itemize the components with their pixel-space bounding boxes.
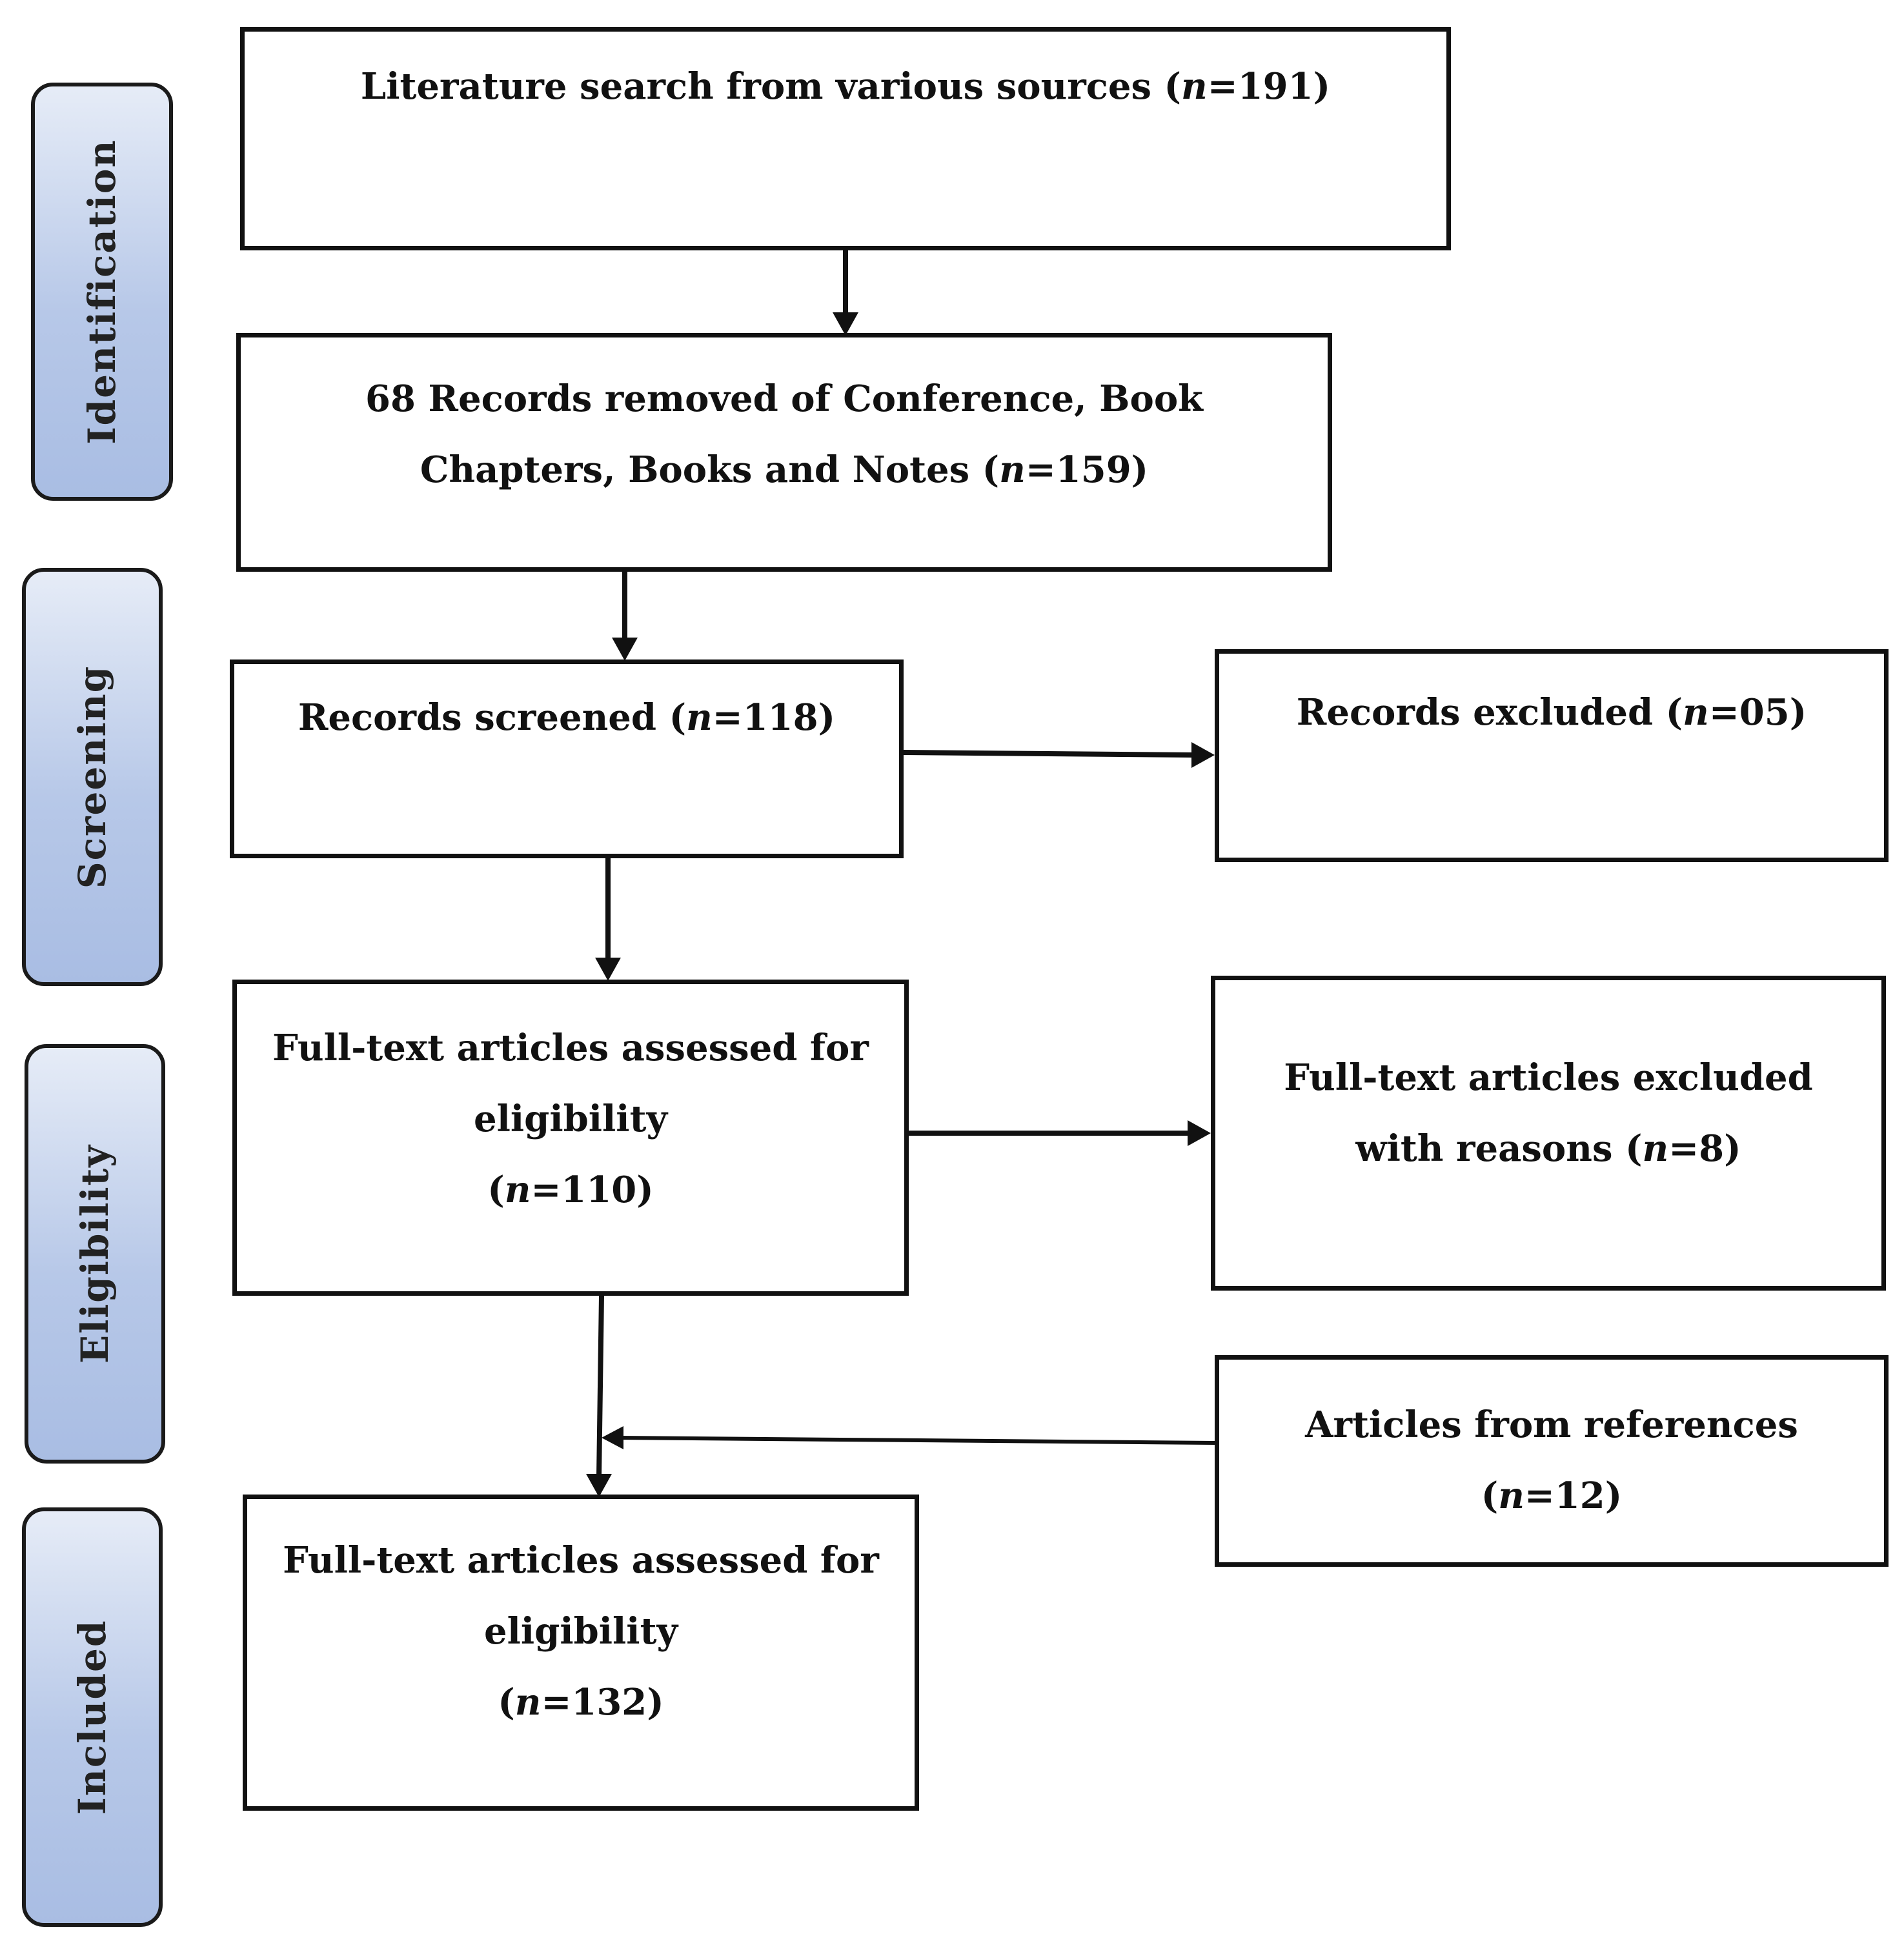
arrow-screened-to-excluded — [903, 750, 1196, 758]
references-box-n-val: =12) — [1524, 1475, 1623, 1517]
included-box-n-var: n — [514, 1681, 542, 1724]
search-box-text: Literature search from various sources ( — [360, 65, 1182, 108]
arrowhead-excluded — [1191, 742, 1215, 768]
arrowhead-removed — [833, 312, 858, 336]
arrowhead-assessed — [595, 958, 621, 981]
arrowhead-fulltext-excluded — [1188, 1120, 1211, 1146]
included-box-open: ( — [498, 1681, 515, 1724]
assessed-box-n-val: =110) — [531, 1169, 654, 1211]
arrowhead-included — [586, 1474, 612, 1497]
excluded-box-n-var: n — [1683, 691, 1709, 734]
references-box-open: ( — [1481, 1475, 1499, 1517]
arrowhead-references — [602, 1426, 623, 1449]
excluded-box-n-val: =05) — [1708, 691, 1807, 734]
search-box-n-val: =191) — [1207, 65, 1331, 108]
stage-eligibility: Eligibility — [25, 1044, 165, 1464]
fulltext-excluded-box-n-var: n — [1642, 1127, 1669, 1170]
references-box-line1: Articles from references — [1305, 1404, 1798, 1446]
references-box-n-var: n — [1498, 1475, 1524, 1517]
stage-screening: Screening — [22, 568, 163, 986]
stage-identification: Identification — [31, 83, 173, 501]
removed-box: 68 Records removed of Conference, Book C… — [236, 333, 1332, 572]
screened-box: Records screened (n=118) — [230, 659, 904, 858]
removed-box-line2: Chapters, Books and Notes ( — [420, 448, 1000, 491]
search-box: Literature search from various sources (… — [240, 27, 1451, 250]
assessed-box: Full-text articles assessed for eligibil… — [232, 980, 909, 1296]
screened-box-n-var: n — [686, 696, 713, 739]
fulltext-excluded-box-line1: Full-text articles excluded — [1284, 1056, 1813, 1099]
screened-box-text: Records screened ( — [298, 696, 687, 739]
assessed-box-line1: Full-text articles assessed for — [272, 1027, 869, 1069]
assessed-box-n-var: n — [504, 1169, 531, 1211]
stage-included: Included — [22, 1507, 163, 1927]
excluded-box-text: Records excluded ( — [1296, 691, 1683, 734]
included-box-line1: Full-text articles assessed for — [283, 1539, 879, 1582]
included-box-line2: eligibility — [484, 1610, 678, 1653]
removed-box-n-var: n — [999, 448, 1026, 491]
included-box: Full-text articles assessed for eligibil… — [243, 1495, 919, 1811]
arrow-references-to-flow — [619, 1436, 1215, 1445]
arrow-assessed-to-included — [596, 1295, 604, 1477]
removed-box-line1: 68 Records removed of Conference, Book — [365, 378, 1203, 420]
assessed-box-line2: eligibility — [474, 1098, 667, 1140]
screened-box-n-val: =118) — [712, 696, 836, 739]
assessed-box-open: ( — [487, 1169, 505, 1211]
included-box-n-val: =132) — [541, 1681, 664, 1724]
fulltext-excluded-box-n-val: =8) — [1668, 1127, 1741, 1170]
excluded-box: Records excluded (n=05) — [1215, 649, 1889, 862]
removed-box-n-val: =159) — [1025, 448, 1149, 491]
arrowhead-screened — [612, 638, 638, 661]
search-box-n-var: n — [1181, 65, 1208, 108]
references-box: Articles from references (n=12) — [1215, 1355, 1889, 1567]
fulltext-excluded-box: Full-text articles excluded with reasons… — [1211, 976, 1886, 1291]
fulltext-excluded-box-line2: with reasons ( — [1355, 1127, 1643, 1170]
